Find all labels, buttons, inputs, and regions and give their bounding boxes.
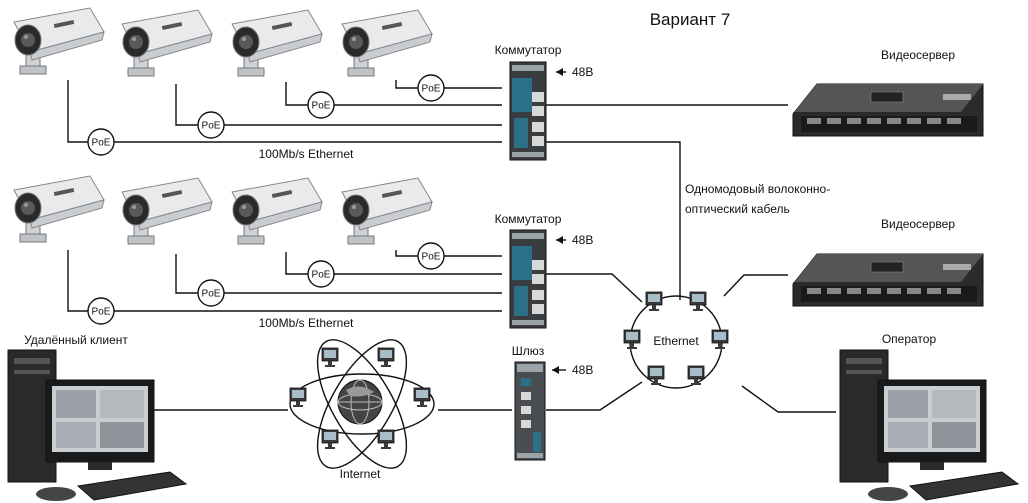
- poe-label: PoE: [312, 101, 331, 112]
- poe-circle: [197, 279, 225, 307]
- wire-gateway-ring: [546, 381, 643, 411]
- wire-cam2-mid: [175, 254, 502, 294]
- computer-icon: [689, 291, 707, 312]
- wire-cam4-top: [395, 80, 502, 89]
- power-arrow-gw: [552, 366, 559, 374]
- poe-badge: PoE: [307, 91, 335, 119]
- wire-switch-mid-ring: [546, 273, 643, 303]
- switch-top-label: Коммутатор: [495, 43, 562, 57]
- internet-label: Internet: [340, 467, 381, 481]
- ethernet-top-label: 100Mb/s Ethernet: [259, 147, 354, 161]
- switch-icon: [509, 229, 547, 329]
- power-arrow-mid: [556, 236, 563, 244]
- camera-icon: [231, 177, 323, 245]
- diagram-title: Вариант 7: [650, 10, 731, 29]
- computer-icon: [321, 429, 339, 450]
- operator-label: Оператор: [882, 332, 937, 346]
- globe-icon: [337, 379, 383, 425]
- camera-icon: [121, 177, 213, 245]
- poe-label: PoE: [312, 270, 331, 281]
- switch-mid-label: Коммутатор: [495, 212, 562, 226]
- poe-label: PoE: [202, 289, 221, 300]
- camera-icon: [341, 177, 433, 245]
- power-arrows: [552, 68, 563, 374]
- switch-icon: [509, 61, 547, 161]
- power-arrow-top: [556, 68, 563, 76]
- server-icon: [792, 83, 984, 137]
- poe-circle: [87, 128, 115, 156]
- computer-icon: [711, 329, 729, 350]
- gateway-icon: [514, 361, 546, 461]
- computer-icon: [645, 291, 663, 312]
- computer-icon: [687, 365, 705, 386]
- wire-fiber-top: [546, 141, 681, 300]
- poe-label: PoE: [422, 84, 441, 95]
- poe-badge: PoE: [417, 74, 445, 102]
- poe-label: PoE: [92, 138, 111, 149]
- wire-ring-operator: [741, 385, 836, 413]
- internet-orbit-a: [289, 373, 435, 435]
- poe-circle: [417, 242, 445, 270]
- poe-badge: PoE: [417, 242, 445, 270]
- poe-badge: PoE: [197, 279, 225, 307]
- poe-badge: PoE: [307, 260, 335, 288]
- camera-icon: [121, 9, 213, 77]
- poe-circle: [87, 297, 115, 325]
- poe-circle: [197, 111, 225, 139]
- remote-client-label: Удалённый клиент: [24, 333, 128, 347]
- computer-icon: [289, 387, 307, 408]
- fiber-label-line1: Одномодовый волоконно-: [685, 182, 830, 196]
- computer-icon: [647, 365, 665, 386]
- power-top-label: 48В: [572, 65, 593, 79]
- poe-badges: PoE PoE PoE PoE PoE PoE PoE PoE: [87, 74, 445, 325]
- wire-cam2-top: [175, 84, 502, 126]
- wire-cam4-mid: [395, 250, 502, 257]
- camera-icon: [13, 175, 105, 243]
- video-server-mid-label: Видеосервер: [881, 217, 955, 231]
- computer-icon: [321, 347, 339, 368]
- ethernet-ring-label: Ethernet: [653, 334, 699, 348]
- computer-icon: [623, 329, 641, 350]
- wire-cam3-mid: [285, 252, 502, 275]
- wire-cam1-top: [67, 80, 502, 143]
- poe-circle: [417, 74, 445, 102]
- server-icon: [792, 253, 984, 307]
- computer-icon: [413, 387, 431, 408]
- poe-badge: PoE: [87, 128, 115, 156]
- poe-label: PoE: [202, 121, 221, 132]
- wire-cam1-mid: [67, 250, 502, 312]
- poe-badge: PoE: [87, 297, 115, 325]
- wires: [67, 71, 836, 469]
- camera-icon: [231, 9, 323, 77]
- ethernet-mid-label: 100Mb/s Ethernet: [259, 316, 354, 330]
- poe-badge: PoE: [197, 111, 225, 139]
- fiber-label-line2: оптический кабель: [685, 202, 790, 216]
- wire-ring-server-mid: [723, 274, 788, 297]
- wire-cam3-top: [285, 82, 502, 106]
- internet-orbit-b: [316, 339, 408, 469]
- workstation-icon: [839, 349, 1019, 502]
- workstation-icon: [7, 349, 187, 502]
- poe-circle: [307, 260, 335, 288]
- computer-icon: [377, 347, 395, 368]
- power-mid-label: 48В: [572, 233, 593, 247]
- video-server-top-label: Видеосервер: [881, 48, 955, 62]
- poe-label: PoE: [422, 252, 441, 263]
- gateway-label: Шлюз: [512, 344, 545, 358]
- power-gw-label: 48В: [572, 363, 593, 377]
- camera-icon: [341, 9, 433, 77]
- poe-label: PoE: [92, 307, 111, 318]
- computer-icon: [377, 429, 395, 450]
- camera-icon: [13, 7, 105, 75]
- poe-circle: [307, 91, 335, 119]
- internet-orbit-c: [316, 339, 408, 469]
